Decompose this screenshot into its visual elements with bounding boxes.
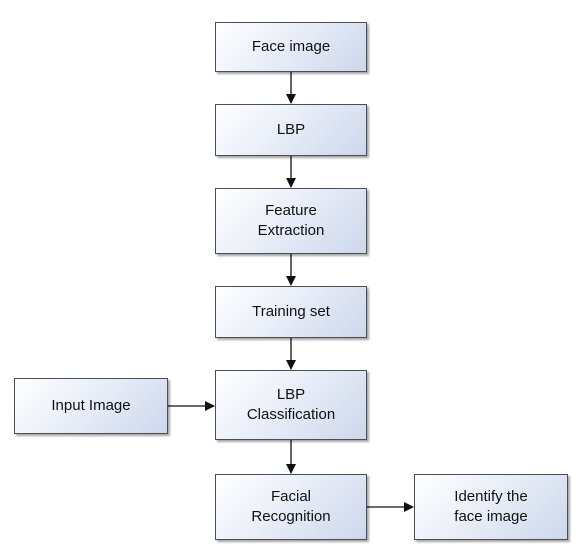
node-lbp-classification: LBP Classification — [215, 370, 367, 440]
node-label-line: Classification — [246, 406, 336, 423]
node-label-line: Feature — [265, 202, 317, 219]
node-label-line: Identify the — [454, 488, 528, 505]
node-label-line: face image — [454, 508, 528, 525]
node-label: LBP — [276, 121, 306, 138]
node-feature-extraction: Feature Extraction — [215, 188, 367, 254]
node-label-line: Recognition — [251, 508, 331, 525]
node-label: Training set — [252, 303, 330, 320]
node-label-line: Extraction — [257, 222, 325, 239]
node-training-set: Training set — [215, 286, 367, 338]
node-input-image: Input Image — [14, 378, 168, 434]
node-label-line: LBP — [276, 386, 306, 403]
node-label-line: Facial — [270, 488, 311, 505]
node-lbp: LBP — [215, 104, 367, 156]
node-identify-face-image: Identify the face image — [414, 474, 568, 540]
node-facial-recognition: Facial Recognition — [215, 474, 367, 540]
node-label: Face image — [251, 38, 331, 55]
node-label: Input Image — [51, 397, 131, 414]
node-face-image: Face image — [215, 22, 367, 72]
